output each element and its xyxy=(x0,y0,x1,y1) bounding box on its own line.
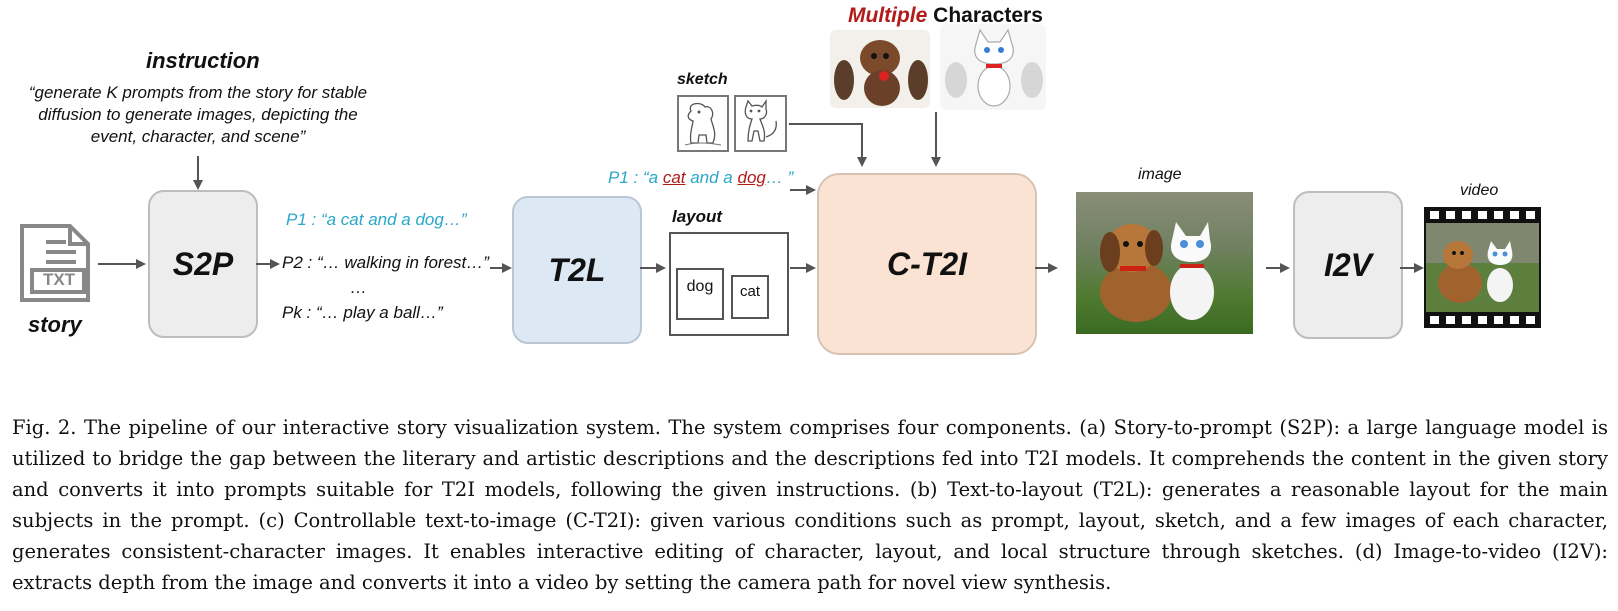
txt-file-icon xyxy=(20,224,90,302)
txt-icon-label: TXT xyxy=(42,270,76,289)
t2l-label: T2L xyxy=(548,251,606,288)
p1-sketch-close: … ” xyxy=(765,168,794,187)
p1-sketch-open: “a xyxy=(642,168,663,187)
cat-sketch-icon xyxy=(744,98,777,142)
prompt-p1-prefix: P1 : xyxy=(286,210,321,229)
image-label: image xyxy=(1138,166,1182,183)
prompt-p1-text: “a cat and a dog…” xyxy=(320,210,467,229)
prompt-pk: Pk : “… play a ball…” xyxy=(282,303,443,323)
p1-sketch-prompt: P1 : “a cat and a dog… ” xyxy=(608,168,793,188)
filmstrip-icon xyxy=(1426,211,1539,324)
story-label: story xyxy=(28,312,82,337)
prompt-p2: P2 : “… walking in forest…” xyxy=(282,253,489,273)
instruction-text: “generate K prompts from the story for s… xyxy=(20,82,376,148)
dog-character-images xyxy=(830,30,930,108)
instruction-line-3: event, character, and scene” xyxy=(90,127,306,146)
cat-character-images xyxy=(940,24,1046,110)
instruction-line-2: diffusion to generate images, depicting … xyxy=(38,105,358,124)
sketch-cat-thumbnail xyxy=(734,95,787,152)
s2p-label: S2P xyxy=(172,245,234,282)
s2p-block: S2P xyxy=(148,190,258,338)
dog-sketch-icon xyxy=(684,102,722,146)
video-filmstrip xyxy=(1424,207,1541,328)
instruction-title: instruction xyxy=(146,48,260,73)
layout-label: layout xyxy=(672,207,723,226)
pipeline-arrows xyxy=(98,112,1424,273)
video-label: video xyxy=(1460,182,1499,199)
t2l-block: T2L xyxy=(512,196,642,344)
layout-frame: dog cat xyxy=(669,232,789,336)
arrow-sketch-ct2i xyxy=(789,123,867,167)
multiple-characters-title: Multiple Characters xyxy=(848,4,1043,28)
prompt-p1: P1 : “a cat and a dog…” xyxy=(286,210,467,230)
ct2i-label: C-T2I xyxy=(887,245,967,282)
layout-cat-box: cat xyxy=(731,275,769,319)
layout-dog-box: dog xyxy=(676,268,724,320)
generated-image xyxy=(1076,192,1253,334)
prompt-pk-text: “… play a ball…” xyxy=(316,303,443,322)
prompt-p2-text: “… walking in forest…” xyxy=(316,253,489,272)
prompt-ellipsis: … xyxy=(350,278,367,297)
p1-sketch-mid: and a xyxy=(685,168,738,187)
multiple-word: Multiple xyxy=(848,4,928,27)
cat-character-icon xyxy=(945,28,1043,107)
sketch-label: sketch xyxy=(677,71,728,88)
dog-and-cat-image xyxy=(1100,222,1214,322)
figure-caption: Fig. 2. The pipeline of our interactive … xyxy=(12,416,1608,594)
layout-cat-label: cat xyxy=(739,283,760,300)
p1-sketch-dog: dog xyxy=(737,168,766,187)
i2v-label: I2V xyxy=(1323,246,1373,283)
p1-sketch-cat: cat xyxy=(662,168,686,187)
p1-sketch-prefix: P1 : xyxy=(608,168,643,187)
ct2i-block: C-T2I xyxy=(817,173,1037,355)
characters-word: Characters xyxy=(927,4,1043,27)
prompt-pk-prefix: Pk : xyxy=(282,303,317,322)
i2v-block: I2V xyxy=(1293,191,1403,339)
layout-dog-label: dog xyxy=(686,278,714,295)
instruction-line-1: “generate K prompts from the story for s… xyxy=(28,83,368,102)
dog-character-icon xyxy=(834,40,928,106)
sketch-dog-thumbnail xyxy=(677,95,729,152)
prompt-p2-prefix: P2 : xyxy=(282,253,317,272)
